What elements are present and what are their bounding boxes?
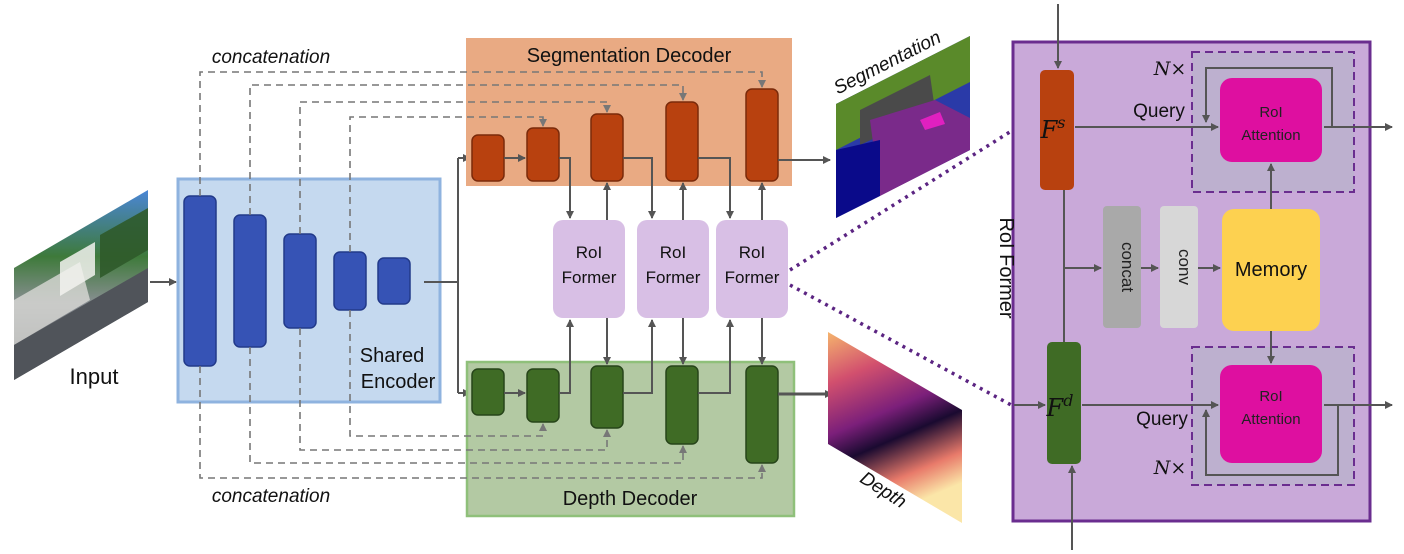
shared-encoder-label-1: Shared <box>360 345 425 367</box>
roi-attention-bottom-l2: Attention <box>1241 411 1300 428</box>
decoder-flow <box>504 154 833 398</box>
encoder-to-decoders <box>424 154 471 397</box>
depth-block-3 <box>590 365 624 429</box>
roi-former-3-l1: RoI <box>739 243 765 262</box>
concatenation-bottom-label: concatenation <box>212 486 330 507</box>
memory-block <box>1222 209 1320 331</box>
seg-block-3 <box>590 113 624 182</box>
depth-block-1 <box>471 368 505 416</box>
roi-former-panel-label: RoI Former <box>995 217 1017 318</box>
seg-block-4 <box>665 101 699 182</box>
roi-attention-top-l2: Attention <box>1241 127 1300 144</box>
roi-former-2 <box>637 220 709 318</box>
shared-encoder-label-2: Encoder <box>361 371 436 393</box>
encoder-block-5 <box>377 257 411 305</box>
depth-block-5 <box>745 365 779 464</box>
panel-arrows <box>1014 4 1393 550</box>
roi-former-2-l2: Former <box>646 268 701 287</box>
fd-block <box>1047 342 1081 464</box>
encoder-block-3 <box>283 233 317 329</box>
input-image <box>14 190 148 380</box>
encoder-blocks <box>183 195 411 367</box>
depth-output-image <box>828 332 962 523</box>
concat-label: concat <box>1118 242 1137 292</box>
encoder-block-4 <box>333 251 367 311</box>
skip-connections <box>199 71 766 479</box>
depth-decoder-box <box>465 360 796 518</box>
encoder-block-1 <box>183 195 217 367</box>
roi-attention-top-l1: RoI <box>1259 104 1282 121</box>
roi-former-3 <box>716 220 788 318</box>
fd-label: Fd <box>1046 391 1074 422</box>
encoder-block-2 <box>233 214 267 348</box>
seg-block-5 <box>745 88 779 182</box>
concatenation-top-label: concatenation <box>212 47 330 68</box>
segmentation-decoder-label: Segmentation Decoder <box>527 45 732 67</box>
conv-label: conv <box>1175 249 1194 285</box>
memory-label: Memory <box>1235 259 1307 281</box>
depth-block-2 <box>526 368 560 423</box>
seg-block-1 <box>471 134 505 182</box>
roi-former-blocks <box>553 220 788 318</box>
seg-blocks <box>471 88 779 182</box>
roi-former-1 <box>553 220 625 318</box>
n-times-bottom-label: N× <box>1153 457 1187 479</box>
depth-block-4 <box>665 365 699 445</box>
conv-block <box>1160 206 1198 328</box>
query-top-label: Query <box>1133 101 1185 122</box>
segmentation-output-image <box>836 36 970 218</box>
depth-blocks <box>471 365 779 464</box>
fs-block <box>1040 70 1074 190</box>
fs-label: Fs <box>1040 113 1066 144</box>
seg-block-2 <box>526 127 560 182</box>
roi-attention-bottom <box>1220 365 1322 463</box>
depth-decoder-label: Depth Decoder <box>563 488 698 510</box>
roi-former-2-l1: RoI <box>660 243 686 262</box>
roi-attention-top <box>1220 78 1322 162</box>
roi-former-3-l2: Former <box>725 268 780 287</box>
roi-attention-bottom-l1: RoI <box>1259 388 1282 405</box>
roi-former-1-l2: Former <box>562 268 617 287</box>
concat-block <box>1103 206 1141 328</box>
n-times-top-label: N× <box>1153 58 1187 80</box>
query-bottom-label: Query <box>1136 409 1188 430</box>
input-label: Input <box>70 364 119 389</box>
zoom-lines <box>789 128 1014 408</box>
roi-former-1-l1: RoI <box>576 243 602 262</box>
